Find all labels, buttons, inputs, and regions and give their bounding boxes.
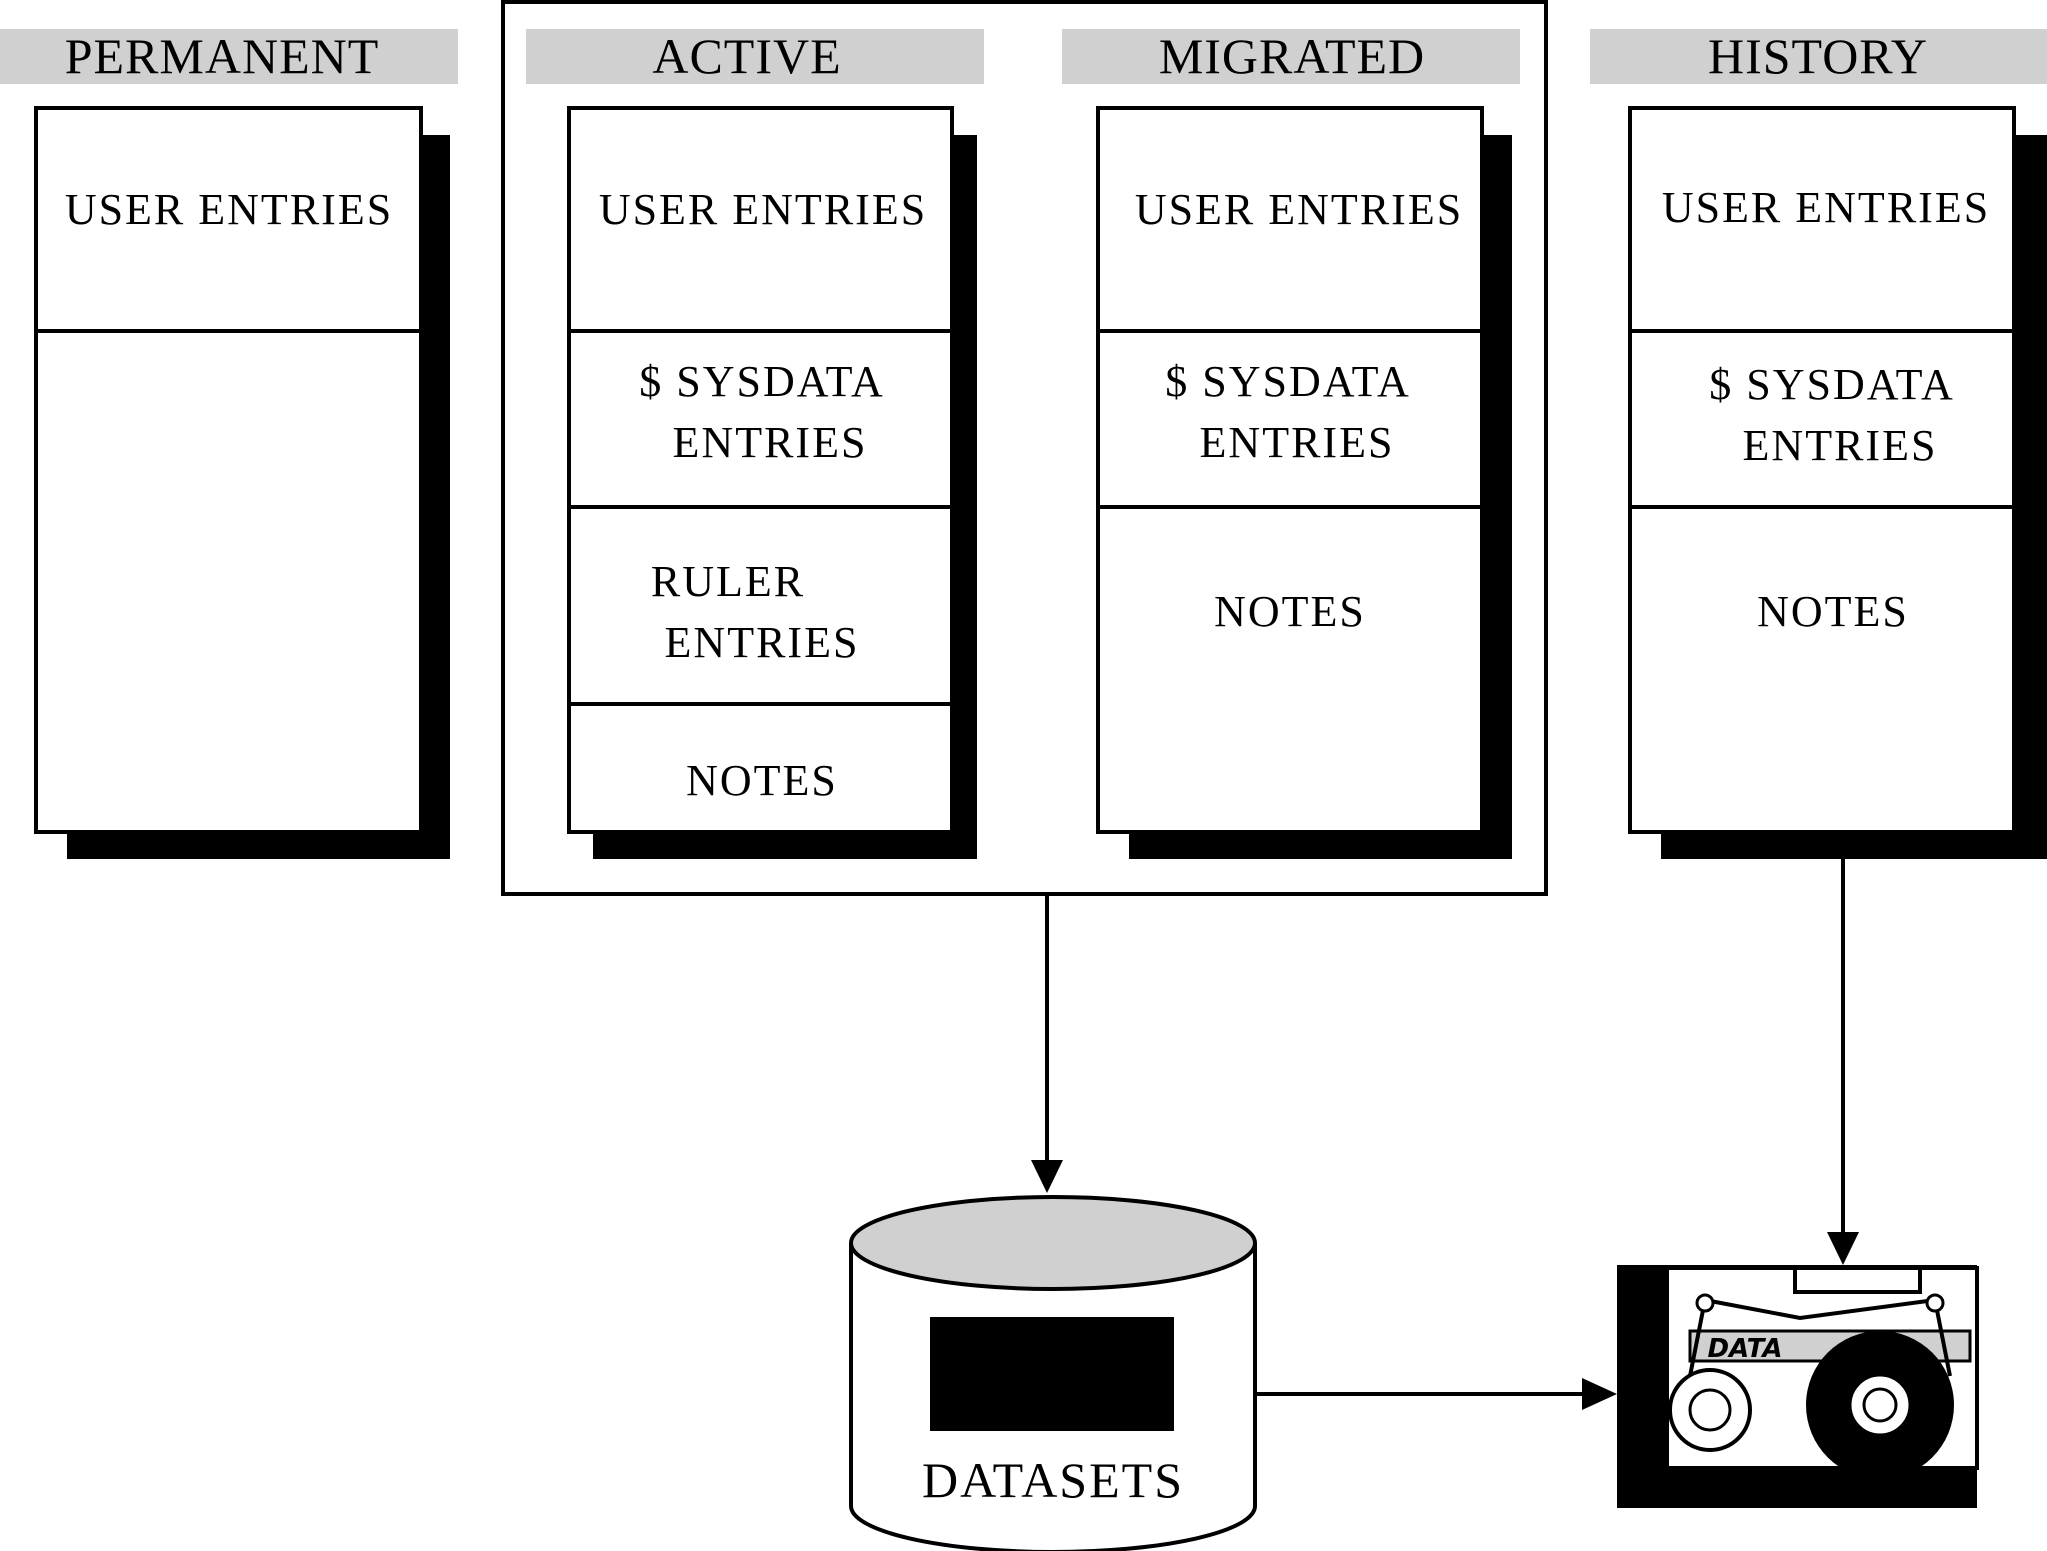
tape-cartridge-icon: DATA: [1617, 1265, 1979, 1508]
datasets-partial-label: M: [945, 1348, 989, 1404]
active-sysdata-line1: $ SYSDATA: [639, 357, 885, 406]
migrated-sysdata-line2: ENTRIES: [1200, 418, 1395, 467]
tape-top-slot: [1793, 1266, 1922, 1294]
active-ruler-line2: ENTRIES: [665, 618, 860, 667]
tape-right-hub: [1848, 1373, 1912, 1437]
active-stack-box: [567, 106, 954, 834]
active-header-band: [526, 29, 984, 84]
history-sysdata-line1: $ SYSDATA: [1709, 360, 1955, 409]
tape-guide-right: [1925, 1293, 1945, 1313]
active-user-entries: USER ENTRIES: [599, 185, 927, 234]
history-sysdata-line2: ENTRIES: [1743, 421, 1938, 470]
migrated-header: MIGRATED: [1159, 28, 1425, 84]
active-sysdata-line2: ENTRIES: [673, 418, 868, 467]
migrated-stack: USER ENTRIES $ SYSDATA ENTRIES NOTES: [1096, 106, 1512, 859]
tape-left-hub: [1688, 1388, 1732, 1432]
history-notes: NOTES: [1757, 587, 1909, 636]
permanent-stack: USER ENTRIES: [34, 106, 450, 859]
migrated-header-band: [1062, 29, 1520, 84]
permanent-header: PERMANENT: [65, 28, 380, 84]
history-header-band: [1590, 29, 2047, 84]
history-header: HISTORY: [1708, 28, 1928, 84]
migrated-sysdata-line1: $ SYSDATA: [1165, 357, 1411, 406]
history-user-entries: USER ENTRIES: [1662, 183, 1990, 232]
active-stack: USER ENTRIES $ SYSDATA ENTRIES RULER ENT…: [567, 106, 977, 859]
tape-left-reel: [1668, 1368, 1752, 1452]
permanent-header-band: [0, 29, 458, 84]
history-stack-box: [1628, 106, 2016, 834]
active-migrated-group-frame: [501, 0, 1548, 896]
datasets-to-tape-arrowhead: [1582, 1378, 1617, 1410]
migrated-stack-box: [1096, 106, 1484, 834]
tape-path: [1688, 1297, 1952, 1377]
migrated-user-entries: USER ENTRIES: [1135, 185, 1463, 234]
cylinder-top: [849, 1195, 1257, 1291]
history-stack: USER ENTRIES $ SYSDATA ENTRIES NOTES: [1628, 106, 2047, 859]
active-to-datasets-arrowhead: [1031, 1160, 1063, 1193]
history-to-tape-arrowhead: [1827, 1232, 1859, 1265]
tape-right-hub-inner: [1862, 1387, 1898, 1423]
permanent-user-entries: USER ENTRIES: [65, 185, 393, 234]
datasets-cylinder: M DATASETS: [849, 1195, 1257, 1551]
active-header: ACTIVE: [652, 28, 841, 84]
datasets-label: DATASETS: [922, 1452, 1184, 1508]
tape-data-label: DATA: [1707, 1334, 1782, 1364]
active-ruler-line1: RULER: [651, 557, 805, 606]
active-notes: NOTES: [686, 756, 838, 805]
tape-guide-left: [1695, 1293, 1715, 1313]
permanent-stack-box: [34, 106, 423, 834]
migrated-notes: NOTES: [1214, 587, 1366, 636]
datasets-redaction-block: [930, 1317, 1174, 1431]
